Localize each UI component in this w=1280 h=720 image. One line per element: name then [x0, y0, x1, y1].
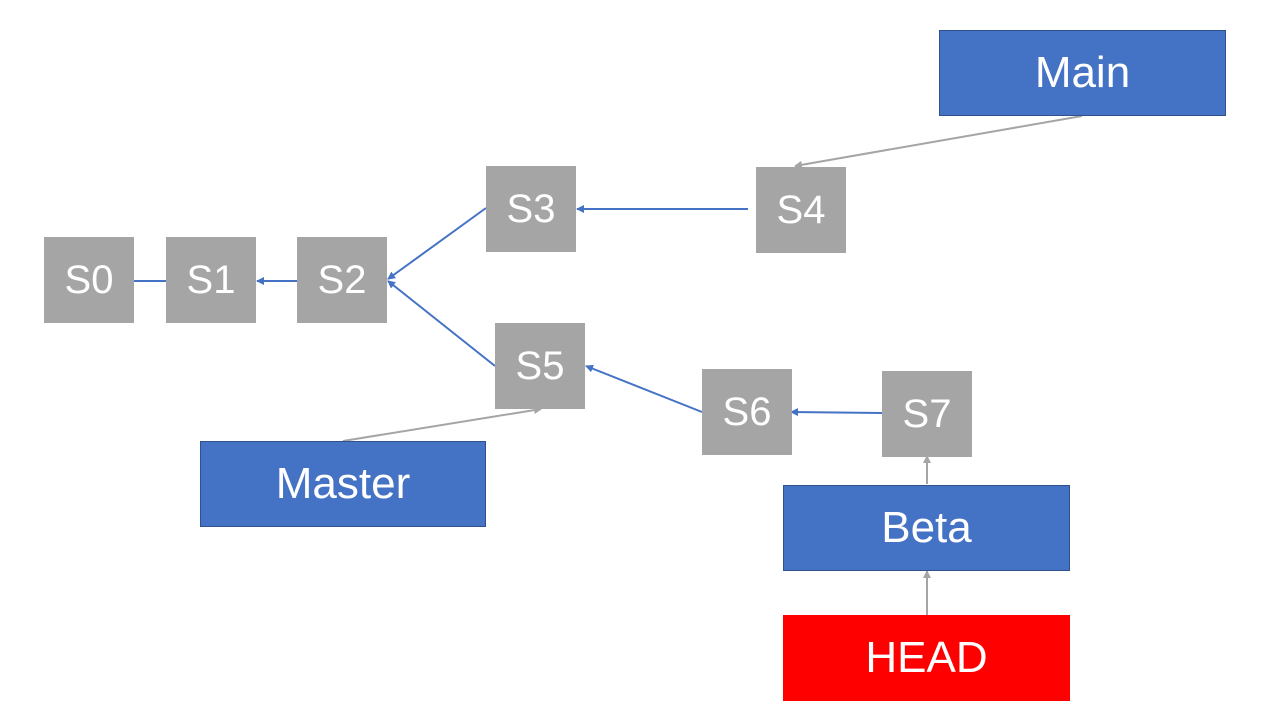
commit-s3: S3: [486, 166, 576, 252]
commit-s4: S4: [756, 167, 846, 253]
commit-s1: S1: [166, 237, 256, 323]
commit-label: S4: [776, 187, 826, 232]
commit-s0: S0: [44, 237, 134, 323]
branch-label: Beta: [881, 503, 972, 552]
commit-label: S1: [186, 257, 236, 302]
commit-s6: S6: [702, 369, 792, 455]
branch-label: Master: [275, 459, 411, 508]
commit-s2: S2: [297, 237, 387, 323]
edge-s3-to-s2: [387, 207, 487, 280]
edge-s5-to-s2: [387, 280, 496, 367]
branch-master: Master: [200, 441, 486, 527]
commit-s5: S5: [495, 323, 585, 409]
commit-label: S7: [902, 391, 952, 436]
commit-label: S5: [515, 343, 565, 388]
commit-s7: S7: [882, 371, 972, 457]
commit-label: S6: [722, 389, 772, 434]
commit-label: S3: [506, 186, 556, 231]
edge-master-to-s5: [342, 406, 542, 442]
edge-main-to-s4: [794, 115, 1083, 169]
edge-s7-to-s6: [790, 408, 883, 417]
edge-s6-to-s5: [585, 364, 703, 413]
head-label: HEAD: [865, 633, 988, 682]
commit-label: S2: [317, 257, 367, 302]
branch-label: Main: [1034, 48, 1131, 97]
commit-label: S0: [64, 257, 114, 302]
head-pointer: HEAD: [783, 615, 1070, 701]
branch-beta: Beta: [783, 485, 1070, 571]
branch-main: Main: [939, 30, 1226, 116]
